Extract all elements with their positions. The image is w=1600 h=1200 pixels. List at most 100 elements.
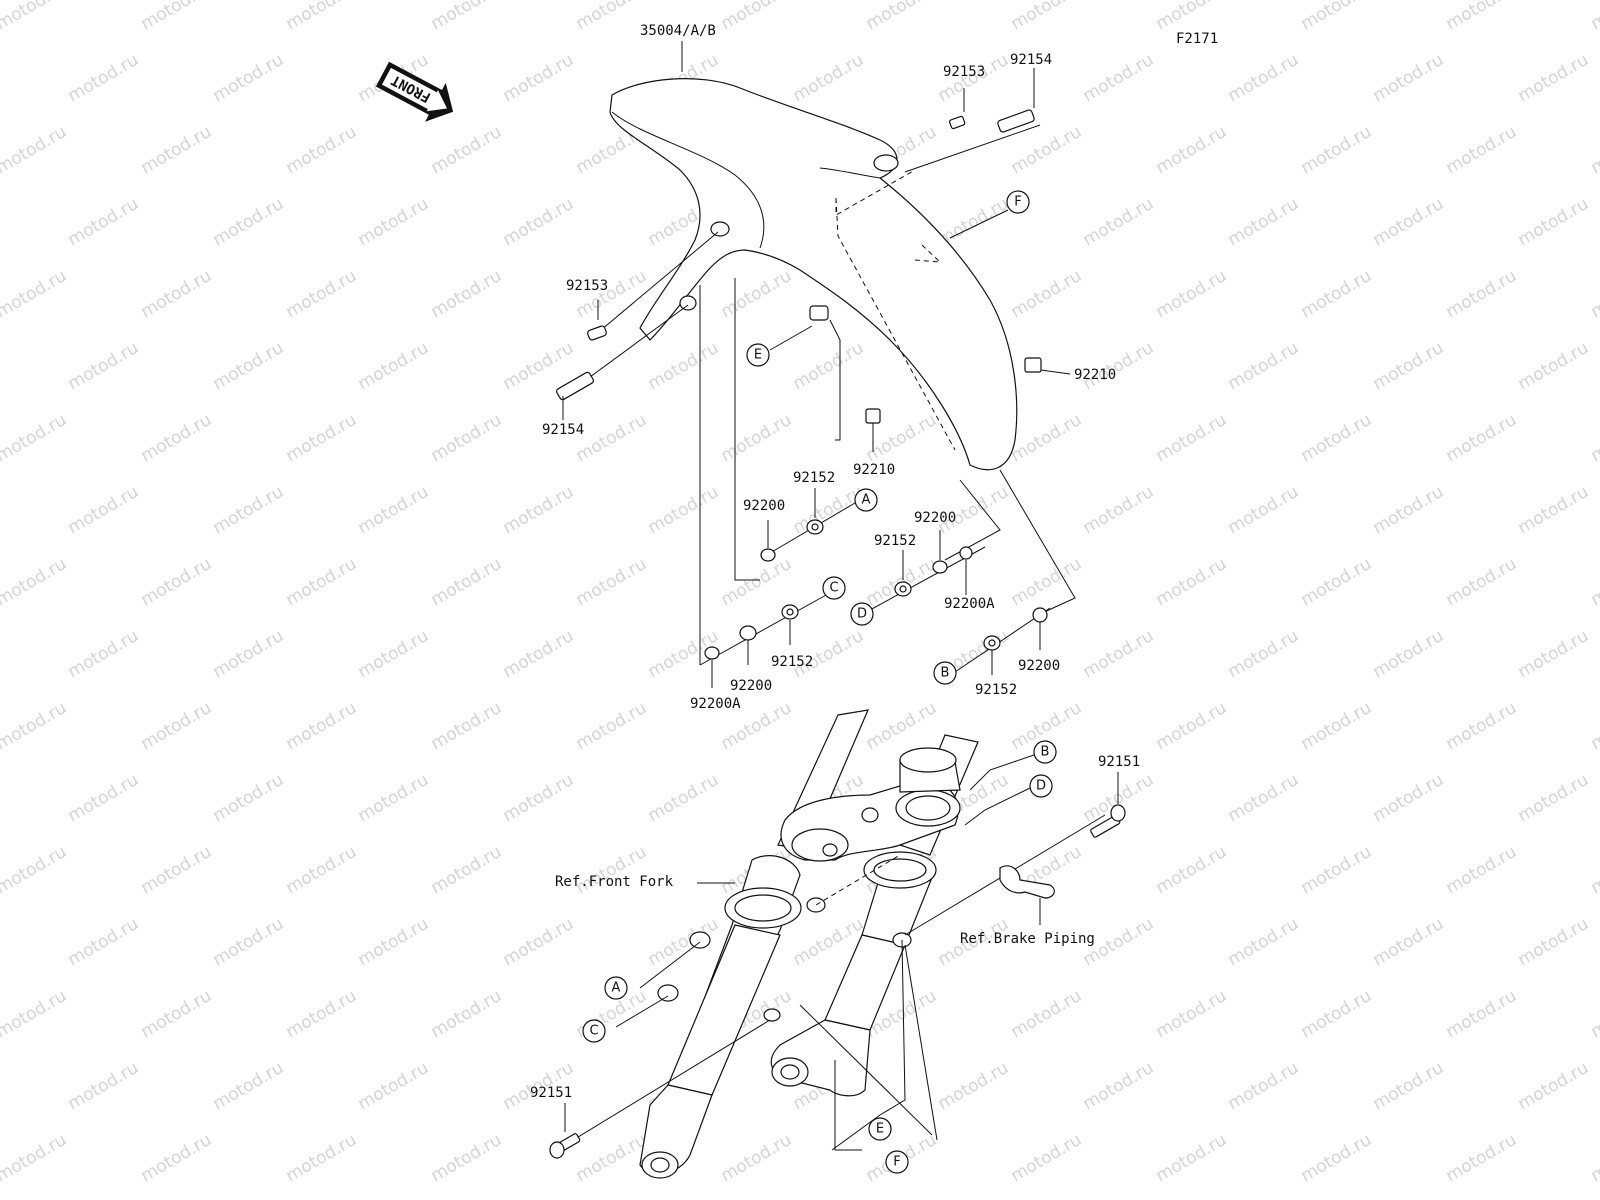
watermark-text: motod.ru (283, 1130, 361, 1186)
svg-text:C: C (829, 581, 838, 596)
part-label: 92200A (944, 596, 995, 612)
watermark-text: motod.ru (1008, 986, 1086, 1042)
watermark-text: motod.ru (65, 770, 143, 826)
watermark-text: motod.ru (1515, 338, 1593, 394)
watermark-text: motod.ru (1153, 410, 1231, 466)
callout-a-top: A (854, 488, 878, 512)
watermark-text: motod.ru (283, 410, 361, 466)
watermark-text: motod.ru (138, 0, 216, 34)
watermark-text: motod.ru (500, 770, 578, 826)
watermark-text: motod.ru (1298, 554, 1376, 610)
watermark-text: motod.ru (1080, 194, 1158, 250)
callout-d-top: D (850, 602, 874, 626)
watermark-text: motod.ru (1298, 122, 1376, 178)
watermark-text: motod.ru (138, 986, 216, 1042)
watermark-text: motod.ru (1153, 266, 1231, 322)
watermark-text: motod.ru (0, 554, 70, 610)
watermark-text: motod.ru (355, 914, 433, 970)
watermark-text: motod.ru (210, 1058, 288, 1114)
watermark-text: motod.ru (428, 554, 506, 610)
part-label: 92210 (853, 462, 895, 478)
watermark-text: motod.ru (1080, 1058, 1158, 1114)
svg-text:F: F (893, 1155, 900, 1170)
watermark-text: motod.ru (645, 914, 723, 970)
watermark-text: motod.ru (718, 266, 796, 322)
watermark-text: motod.ru (138, 1130, 216, 1186)
watermark-text: motod.ru (1588, 122, 1600, 178)
watermark-text: motod.ru (718, 1130, 796, 1186)
watermark-text: motod.ru (1515, 914, 1593, 970)
ref-brake-piping-label: Ref.Brake Piping (960, 931, 1095, 947)
watermark-text: motod.ru (355, 338, 433, 394)
watermark-text: motod.ru (1588, 266, 1600, 322)
callout-c-top: C (822, 576, 846, 600)
watermark-text: motod.ru (210, 914, 288, 970)
svg-text:E: E (754, 348, 762, 363)
watermark-text: motod.ru (1588, 698, 1600, 754)
diagram-code: F2171 (1176, 31, 1218, 47)
part-label: 92210 (1074, 367, 1116, 383)
watermark-text: motod.ru (1443, 0, 1521, 34)
watermark-text: motod.ru (500, 194, 578, 250)
callout-b-bot: B (1033, 740, 1057, 764)
watermark-text: motod.ru (1008, 410, 1086, 466)
watermark-text: motod.ru (138, 554, 216, 610)
part-label: 92200 (914, 510, 956, 526)
fender-part-label: 35004/A/B (640, 23, 716, 39)
watermark-text: motod.ru (718, 0, 796, 34)
watermark-text: motod.ru (355, 770, 433, 826)
watermark-text: motod.ru (65, 338, 143, 394)
watermark-text: motod.ru (1588, 554, 1600, 610)
watermark-text: motod.ru (1370, 194, 1448, 250)
watermark-text: motod.ru (500, 626, 578, 682)
svg-text:A: A (862, 493, 871, 508)
watermark-text: motod.ru (573, 698, 651, 754)
watermark-text: motod.ru (718, 554, 796, 610)
watermark-text: motod.ru (1298, 410, 1376, 466)
watermark-text: motod.ru (355, 1058, 433, 1114)
part-label: 92200A (690, 696, 741, 712)
watermark-text: motod.ru (863, 698, 941, 754)
svg-text:B: B (941, 666, 950, 681)
watermark-text: motod.ru (355, 626, 433, 682)
spacer-92154-left (556, 304, 689, 420)
watermark-text: motod.ru (1588, 1130, 1600, 1186)
watermark-text: motod.ru (1008, 1130, 1086, 1186)
watermark-text: motod.ru (1443, 410, 1521, 466)
watermark-text: motod.ru (645, 338, 723, 394)
watermark-text: motod.ru (645, 482, 723, 538)
watermark-text: motod.ru (1153, 698, 1231, 754)
watermark-text: motod.ru (283, 842, 361, 898)
watermark-text: motod.ru (1153, 0, 1231, 34)
svg-text:E: E (876, 1122, 884, 1137)
watermark-text: motod.ru (0, 986, 70, 1042)
watermark-text: motod.ru (645, 770, 723, 826)
watermark-text: motod.ru (573, 1130, 651, 1186)
callout-f-bot: F (885, 1150, 909, 1174)
part-label: 92152 (874, 533, 916, 549)
watermark-text: motod.ru (210, 770, 288, 826)
watermark-text: motod.ru (790, 338, 868, 394)
watermark-text: motod.ru (138, 266, 216, 322)
watermark-text: motod.ru (138, 842, 216, 898)
watermark-text: motod.ru (65, 914, 143, 970)
watermark-text: motod.ru (1153, 1130, 1231, 1186)
watermark-text: motod.ru (1515, 626, 1593, 682)
watermark-text: motod.ru (1443, 842, 1521, 898)
svg-text:B: B (1041, 745, 1050, 760)
watermark-text: motod.ru (1370, 626, 1448, 682)
watermark-text: motod.ru (428, 1130, 506, 1186)
watermark-text: motod.ru (1080, 626, 1158, 682)
watermark-text: motod.ru (1225, 770, 1303, 826)
watermark-text: motod.ru (65, 50, 143, 106)
watermark-text: motod.ru (1443, 554, 1521, 610)
callout-f-top: F (1006, 190, 1030, 214)
watermark-text: motod.ru (1225, 482, 1303, 538)
watermark-text: motod.ru (428, 0, 506, 34)
watermark-text: motod.ru (283, 698, 361, 754)
watermark-text: motod.ru (428, 266, 506, 322)
watermark-text: motod.ru (1298, 842, 1376, 898)
part-label: 92152 (793, 470, 835, 486)
watermark-text: motod.ru (1225, 626, 1303, 682)
part-label: 92200 (1018, 658, 1060, 674)
